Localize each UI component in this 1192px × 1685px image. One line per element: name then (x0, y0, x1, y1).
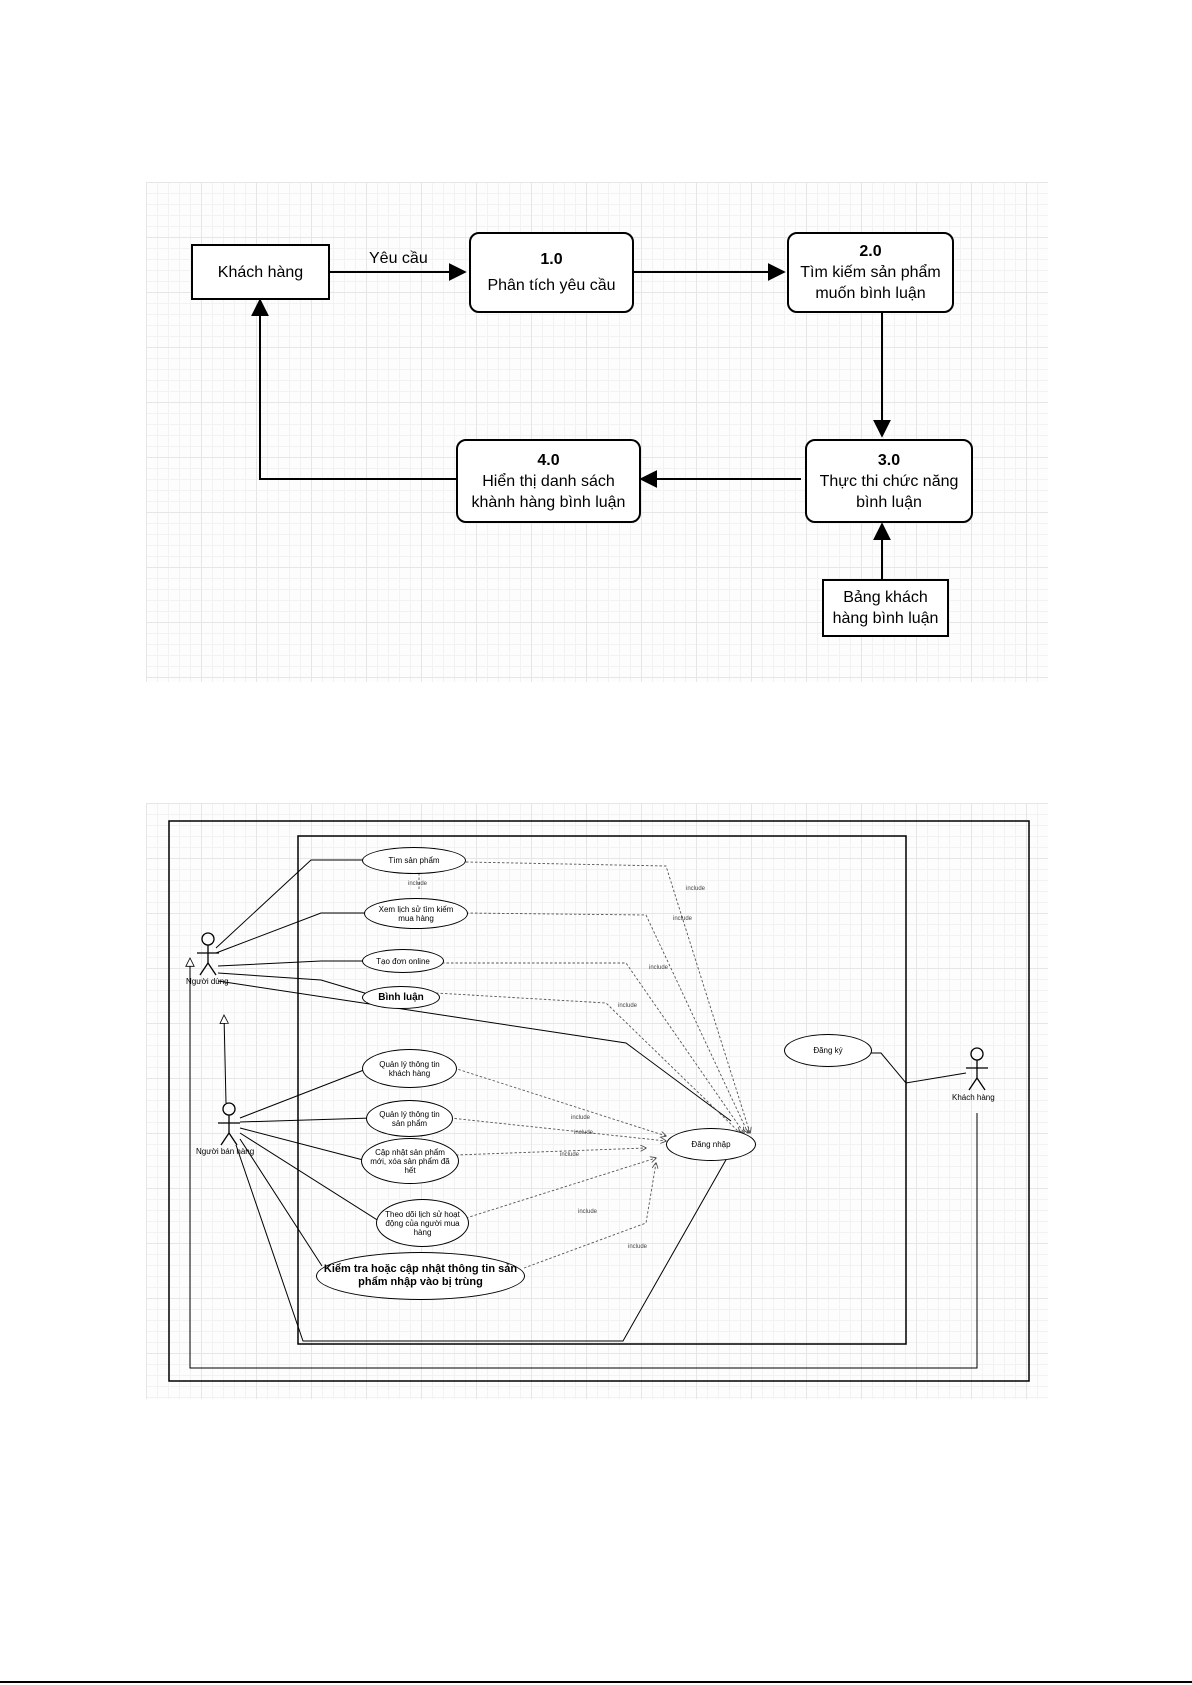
generalization-customer-user (190, 958, 978, 1369)
dfd-connectors (251, 263, 891, 579)
actor-nguoi-ban-hang (218, 1102, 240, 1146)
include-label: include (408, 881, 428, 887)
actor-label-nguoi-dung: Người dùng (186, 977, 229, 986)
external-entity-khach-hang: Khách hàng (191, 244, 330, 300)
include-label: include (560, 1152, 580, 1158)
outer-frame (168, 820, 1030, 1382)
process-2: 2.0 Tìm kiếm sản phẩm muốn bình luận (787, 232, 954, 313)
include-label: include (571, 1115, 591, 1121)
datastore-line2: hàng bình luận (832, 610, 939, 627)
actor-label-nguoi-ban-hang: Người bán hàng (196, 1147, 255, 1156)
usecase-quan-ly-khach-hang: Quản lý thông tin khách hàng (362, 1049, 457, 1088)
usecase-binh-luan: Bình luận (362, 986, 440, 1009)
user-associations (215, 859, 732, 1122)
generalization-seller-user (224, 1015, 226, 1104)
usecase-dang-ky: Đăng ký (784, 1034, 872, 1067)
usecase-cap-nhat-san-pham: Cập nhật sản phẩm mới, xóa sản phẩm đã h… (361, 1138, 459, 1184)
process-3-name-line2: bình luận (856, 493, 922, 511)
actor-khach-hang (966, 1047, 988, 1091)
process-4: 4.0 Hiển thị danh sách khành hàng bình l… (456, 439, 641, 523)
process-2-name-line2: muốn bình luận (815, 285, 926, 302)
usecase-tao-don-online: Tạo đơn online (362, 949, 444, 973)
actor-label-khach-hang: Khách hàng (952, 1093, 995, 1102)
process-3-name-line1: Thực thi chức năng (819, 472, 959, 490)
usecase-xem-lich-su: Xem lịch sử tìm kiếm mua hàng (364, 898, 468, 929)
process-3: 3.0 Thực thi chức năng bình luận (805, 439, 973, 523)
process-3-number: 3.0 (877, 451, 901, 469)
seller-associations (235, 1067, 732, 1342)
page-bottom-rule (0, 1681, 1192, 1683)
process-1-number: 1.0 (540, 251, 563, 268)
include-relations (419, 861, 750, 1269)
usecase-connectors (168, 820, 1030, 1382)
dfd-diagram: Khách hàng Yêu cầu 1.0 Phân tích yêu cầu… (146, 182, 1048, 682)
datastore-bang-khach-hang: Bảng khách hàng bình luận (822, 579, 949, 637)
include-label: include (686, 886, 706, 892)
usecase-dang-nhap: Đăng nhập (666, 1128, 756, 1161)
actor-nguoi-dung (197, 932, 219, 976)
external-entity-label: Khách hàng (217, 263, 304, 281)
include-label: include (574, 1130, 594, 1136)
process-4-name-line2: khành hàng bình luận (471, 493, 626, 511)
process-4-number: 4.0 (537, 451, 560, 469)
include-label: include (649, 965, 669, 971)
datastore-line1: Bảng khách (843, 589, 928, 606)
process-1: 1.0 Phân tích yêu cầu (469, 232, 634, 313)
usecase-quan-ly-san-pham: Quản lý thông tin sản phẩm (366, 1100, 453, 1137)
usecase-diagram: Người dùng Người bán hàng Khách hàng Tìm… (146, 803, 1048, 1399)
process-1-name: Phân tích yêu cầu (487, 277, 616, 294)
flow-p4-to-entity (251, 298, 456, 480)
usecase-kiem-tra-cap-nhat: Kiểm tra hoặc cập nhật thông tin sản phẩ… (316, 1252, 525, 1300)
usecase-theo-doi-lich-su: Theo dõi lịch sử hoạt động của người mua… (376, 1199, 469, 1247)
include-label: include (628, 1244, 648, 1250)
process-2-name-line1: Tìm kiếm sản phẩm (800, 264, 941, 281)
flow-label-yeu-cau: Yêu cầu (369, 250, 428, 267)
include-label: include (578, 1209, 598, 1215)
usecase-tim-san-pham: Tìm sản phẩm (362, 847, 466, 874)
process-4-name-line1: Hiển thị danh sách (482, 472, 615, 490)
system-boundary (297, 835, 907, 1345)
include-label: include (618, 1003, 638, 1009)
include-label: include (673, 916, 693, 922)
process-2-number: 2.0 (859, 243, 882, 260)
